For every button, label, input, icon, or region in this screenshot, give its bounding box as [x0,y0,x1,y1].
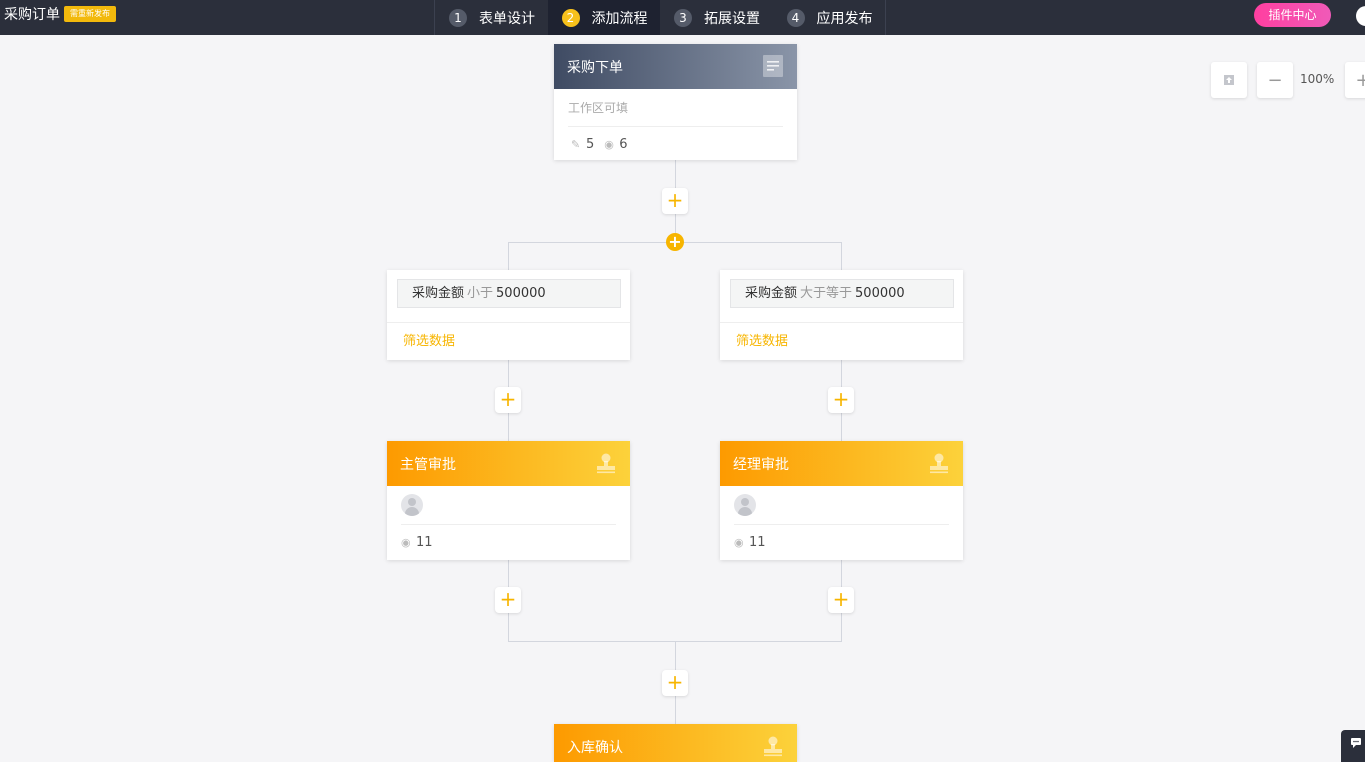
node-stats: ◉ 11 [720,525,963,560]
filter-data-link[interactable]: 筛选数据 [403,334,456,349]
edit-count-value: 5 [586,137,595,152]
approver-avatar [734,494,756,516]
connector-line [508,242,509,270]
step-label: 添加流程 [591,10,648,27]
step-label: 拓展设置 [704,10,760,27]
condition-operator: 大于等于 [800,286,853,301]
zoom-out-button[interactable]: − [1257,62,1293,98]
eye-icon: ◉ [734,535,744,549]
add-node-button[interactable]: + [495,387,521,413]
approver-row [734,486,949,525]
edit-count: ✎ 5 [571,137,594,152]
node-title: 主管审批 [400,456,456,473]
node-title: 经理审批 [733,456,789,473]
condition-operator: 小于 [467,286,494,301]
add-node-button[interactable]: + [662,188,688,214]
step-label: 应用发布 [816,10,873,27]
tab-form-design[interactable]: 1 表单设计 [435,0,548,35]
app-title: 采购订单 [4,7,60,23]
divider [720,322,963,323]
add-node-button[interactable]: + [662,670,688,696]
chat-icon [1351,738,1361,748]
top-bar: 采购订单 需重新发布 1 表单设计 2 添加流程 3 拓展设置 4 应用发布 插… [0,0,1365,35]
node-header: 主管审批 [387,441,630,486]
node-subtitle: 工作区可填 [568,89,783,127]
add-node-button[interactable]: + [828,387,854,413]
chat-button[interactable] [1341,730,1365,762]
zoom-in-button[interactable]: + [1345,62,1365,98]
tab-extension-settings[interactable]: 3 拓展设置 [660,0,773,35]
stamp-icon [597,453,615,474]
condition-field: 采购金额 [412,286,465,301]
form-icon [763,55,783,77]
step-label: 表单设计 [479,10,535,27]
node-stats: ◉ 11 [387,525,630,560]
tab-add-process[interactable]: 2 添加流程 [547,0,660,35]
approval-card-right[interactable]: 经理审批 ◉ 11 [720,441,963,560]
add-branch-button[interactable]: + [666,233,684,251]
pencil-icon: ✎ [571,137,581,151]
node-header: 经理审批 [720,441,963,486]
export-image-button[interactable] [1211,62,1247,98]
connector-line [841,242,842,270]
step-number: 3 [674,8,692,27]
eye-icon: ◉ [604,137,614,151]
add-node-button[interactable]: + [495,587,521,613]
filter-data-link[interactable]: 筛选数据 [736,334,789,349]
add-node-button[interactable]: + [828,587,854,613]
tab-app-publish[interactable]: 4 应用发布 [773,0,886,35]
republish-badge: 需重新发布 [64,6,116,22]
node-title: 采购下单 [567,59,623,76]
end-node-card[interactable]: 入库确认 [554,724,797,762]
view-count-value: 11 [416,535,433,550]
stamp-icon [764,736,782,757]
condition-field: 采购金额 [745,286,798,301]
view-count: ◉ 11 [734,535,766,550]
step-nav: 1 表单设计 2 添加流程 3 拓展设置 4 应用发布 [434,0,886,35]
user-avatar[interactable] [1356,6,1365,26]
node-header: 采购下单 [554,44,797,89]
zoom-level: 100% [1300,72,1335,86]
eye-icon: ◉ [401,535,411,549]
approver-row [401,486,616,525]
approver-avatar [401,494,423,516]
step-number: 1 [449,8,467,27]
approval-card-left[interactable]: 主管审批 ◉ 11 [387,441,630,560]
node-title: 入库确认 [567,739,623,756]
start-node-card[interactable]: 采购下单 工作区可填 ✎ 5 ◉ 6 [554,44,797,160]
view-count-value: 6 [619,137,628,152]
view-count: ◉ 6 [604,137,627,152]
node-header: 入库确认 [554,724,797,762]
step-number: 2 [561,8,580,27]
view-count-value: 11 [749,535,766,550]
condition-value: 500000 [855,286,905,301]
node-stats: ✎ 5 ◉ 6 [554,127,797,162]
view-count: ◉ 11 [401,535,433,550]
plugin-center-button[interactable]: 插件中心 [1254,3,1331,27]
condition-value: 500000 [496,286,546,301]
stamp-icon [930,453,948,474]
divider [387,322,630,323]
image-export-icon [1224,75,1234,85]
step-number: 4 [786,8,805,27]
